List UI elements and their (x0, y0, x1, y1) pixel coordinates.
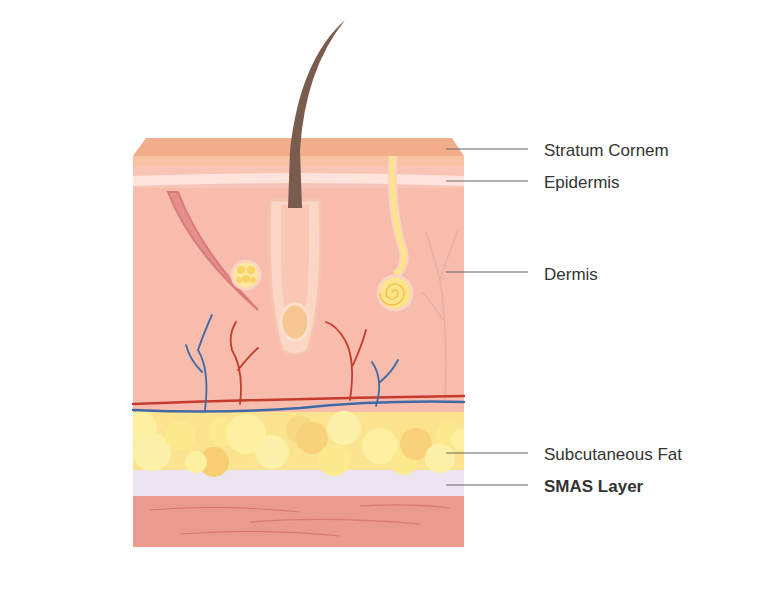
layer-label: Subcutaneous Fat (544, 445, 682, 465)
layer-label: SMAS Layer (544, 477, 643, 497)
muscle-fibres (150, 505, 450, 536)
fat-cells (133, 411, 464, 477)
hair-shaft (288, 20, 345, 208)
gland-cells (236, 266, 256, 283)
gland-coil (380, 284, 404, 305)
layer-label: Stratum Cornem (544, 141, 669, 161)
hair-follicle (269, 200, 321, 355)
sweat-gland (378, 276, 412, 310)
follicle-inner (281, 205, 309, 318)
layer-label: Epidermis (544, 173, 620, 193)
layer-label: Dermis (544, 265, 598, 285)
blood-vessels (133, 315, 464, 412)
muscle-layer (133, 495, 464, 547)
sebaceous-gland (232, 261, 260, 289)
hair-bulb (281, 304, 309, 340)
sweat-duct (392, 156, 404, 275)
arrector-muscle (168, 192, 258, 310)
nerve (422, 230, 458, 400)
smas-layer (133, 470, 464, 496)
sweat-duct-outline (392, 156, 404, 275)
leader-lines (446, 149, 528, 485)
